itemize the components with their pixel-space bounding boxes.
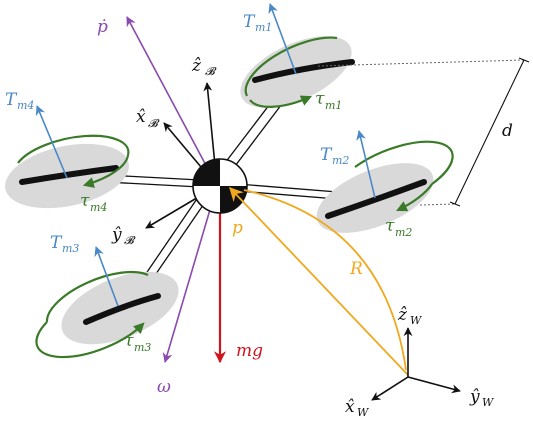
svg-text:T: T <box>243 12 256 32</box>
thrust-arrow-m2 <box>356 130 376 199</box>
svg-text:τ: τ <box>315 89 325 109</box>
omega-arrow <box>162 185 218 363</box>
torque-arc-m4 <box>17 134 130 164</box>
label-y-body: ŷ 𝓑 <box>111 225 136 247</box>
label-position-p: p <box>232 218 243 238</box>
label-z-body: ẑ 𝓑 <box>191 56 217 78</box>
label-x-body: x̂ 𝓑 <box>136 107 160 130</box>
label-p-dot: ṗ <box>97 17 108 37</box>
svg-text:T: T <box>320 145 333 165</box>
x-world-arrow <box>371 376 409 401</box>
svg-text:x̂: x̂ <box>345 397 355 417</box>
rotor-m4 <box>5 105 130 209</box>
label-distance-r: R <box>349 259 363 279</box>
label-thrust-m1: T m1 <box>243 12 272 34</box>
label-arm-length-d: d <box>502 121 513 141</box>
thrust-arrow-m1 <box>268 3 297 75</box>
svg-text:x̂: x̂ <box>136 107 146 127</box>
svg-text:m4: m4 <box>90 201 107 214</box>
svg-text:m3: m3 <box>62 242 79 255</box>
svg-text:m4: m4 <box>17 99 34 112</box>
svg-text:T: T <box>5 90 18 110</box>
rotor-m2 <box>316 130 454 233</box>
svg-text:𝓑: 𝓑 <box>148 117 160 130</box>
position-arrow <box>229 186 409 376</box>
svg-text:ẑ: ẑ <box>397 305 408 325</box>
torque-arc-m1 <box>244 36 338 97</box>
svg-text:m2: m2 <box>395 226 412 239</box>
label-torque-m2: τ m2 <box>385 216 412 239</box>
p-dot-arrow <box>126 16 218 187</box>
svg-text:𝓑: 𝓑 <box>124 234 136 247</box>
label-torque-m4: τ m4 <box>80 191 107 214</box>
svg-text:m3: m3 <box>134 341 151 354</box>
center-of-mass <box>192 158 248 214</box>
svg-text:𝓑: 𝓑 <box>205 65 217 78</box>
label-thrust-m2: T m2 <box>320 145 349 167</box>
svg-text:W: W <box>482 396 495 409</box>
label-gravity-mg: mg <box>236 341 263 361</box>
svg-text:m2: m2 <box>332 154 349 167</box>
svg-text:τ: τ <box>124 331 134 351</box>
svg-text:T: T <box>50 233 63 253</box>
arm-length-dimension <box>317 57 530 207</box>
svg-text:m1: m1 <box>255 21 272 34</box>
rotor-m1 <box>240 3 355 108</box>
svg-text:τ: τ <box>80 191 90 211</box>
y-world-arrow <box>407 376 461 394</box>
label-y-world: ŷ W <box>469 387 495 409</box>
svg-text:ŷ: ŷ <box>469 387 480 407</box>
svg-text:ẑ: ẑ <box>191 56 202 76</box>
svg-text:m1: m1 <box>325 99 342 112</box>
thrust-arrow-m4 <box>35 105 68 179</box>
rotor-m3 <box>35 246 179 359</box>
label-torque-m1: τ m1 <box>315 89 342 112</box>
label-torque-m3: τ m3 <box>124 331 151 354</box>
label-omega: ω <box>157 377 171 397</box>
world-frame-axes <box>371 327 461 401</box>
label-thrust-m4: T m4 <box>5 90 34 112</box>
svg-text:W: W <box>357 406 370 419</box>
svg-text:ŷ: ŷ <box>111 225 122 245</box>
label-x-world: x̂ W <box>345 397 370 419</box>
svg-text:W: W <box>410 314 423 327</box>
torque-arc-m2 <box>354 140 454 185</box>
label-thrust-m3: T m3 <box>50 233 79 255</box>
distance-arc <box>243 189 407 371</box>
thrust-arrow-m3 <box>94 246 119 307</box>
label-z-world: ẑ W <box>397 305 423 327</box>
torque-arc-m3 <box>45 270 149 323</box>
svg-text:τ: τ <box>385 216 395 236</box>
